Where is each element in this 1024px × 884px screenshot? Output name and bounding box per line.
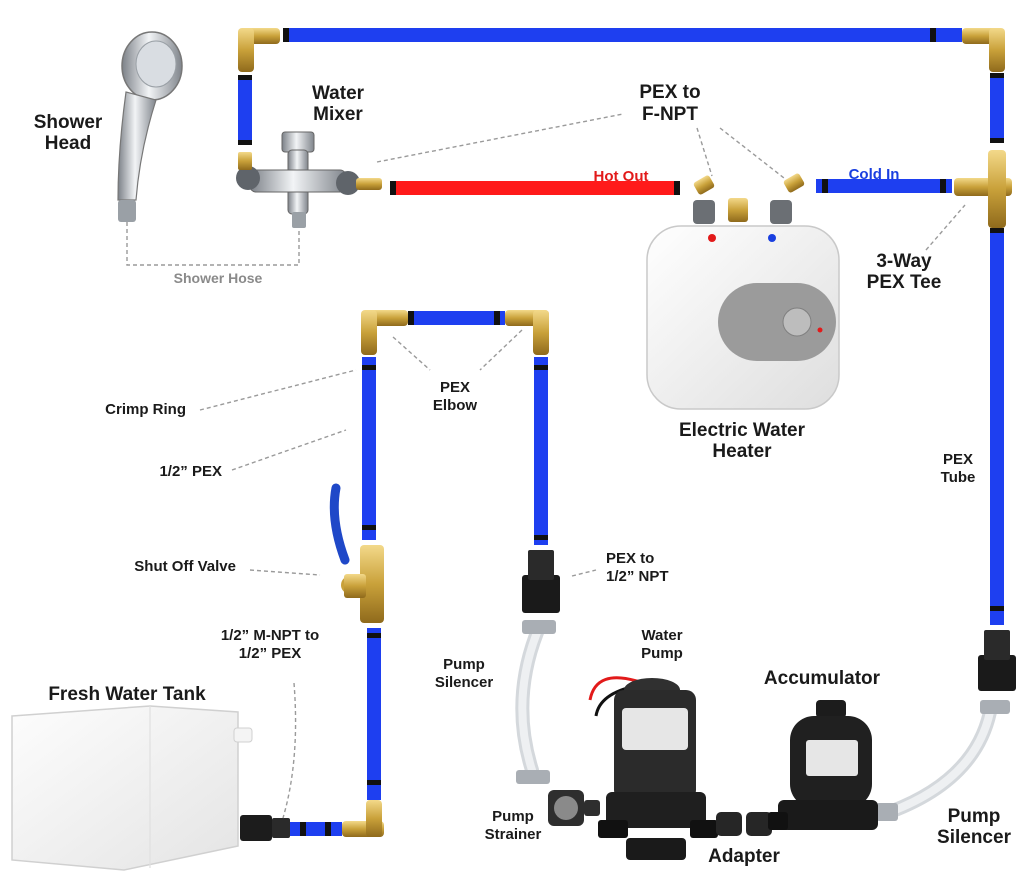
fresh-water-tank bbox=[11, 705, 290, 871]
label-shut-off-valve: Shut Off Valve bbox=[134, 558, 236, 575]
pex-to-npt-adapter bbox=[522, 550, 560, 613]
shut-off-valve bbox=[329, 483, 384, 623]
pex-elbows bbox=[238, 28, 1005, 837]
water-mixer bbox=[236, 131, 382, 228]
crimp-ring bbox=[534, 365, 548, 370]
crimp-ring bbox=[990, 138, 1004, 143]
crimp-ring bbox=[940, 179, 946, 193]
crimp-ring bbox=[300, 822, 306, 836]
pex-elbow-middle-left bbox=[361, 310, 408, 355]
pump-silencer-right bbox=[876, 700, 1010, 821]
pex-elbow-middle-right bbox=[505, 310, 549, 355]
label-fresh-water-tank: Fresh Water Tank bbox=[48, 684, 206, 705]
crimp-rings bbox=[238, 28, 1004, 836]
pump-strainer bbox=[548, 790, 600, 826]
crimp-ring bbox=[408, 311, 414, 325]
adapter bbox=[716, 812, 772, 836]
crimp-ring bbox=[930, 28, 936, 42]
crimp-ring bbox=[367, 780, 381, 785]
crimp-ring bbox=[494, 311, 500, 325]
crimp-ring bbox=[238, 75, 252, 80]
three-way-pex-tee bbox=[954, 150, 1012, 228]
crimp-ring bbox=[362, 365, 376, 370]
label-half-pex: 1/2” PEX bbox=[159, 463, 222, 480]
pex-elbow-top-left bbox=[238, 28, 280, 72]
water-pump bbox=[588, 676, 718, 860]
electric-water-heater bbox=[646, 173, 840, 410]
shower-hose bbox=[126, 222, 300, 266]
pex-elbow-top-right bbox=[962, 28, 1005, 72]
crimp-ring bbox=[990, 73, 1004, 78]
pump-silencer-left bbox=[515, 620, 556, 784]
crimp-ring bbox=[238, 140, 252, 145]
pex-elbow-bottom bbox=[342, 800, 384, 837]
label-accumulator: Accumulator bbox=[764, 668, 881, 689]
shower-head bbox=[117, 31, 183, 222]
crimp-ring bbox=[990, 228, 1004, 233]
accumulator bbox=[768, 700, 878, 830]
label-adapter: Adapter bbox=[708, 846, 780, 867]
label-crimp-ring: Crimp Ring bbox=[105, 401, 186, 418]
pex-tubing bbox=[238, 28, 1004, 836]
crimp-ring bbox=[362, 525, 376, 530]
leader-lines bbox=[199, 113, 966, 819]
pex-tube-npt-adapter bbox=[978, 630, 1016, 691]
crimp-ring bbox=[822, 179, 828, 193]
crimp-ring bbox=[367, 633, 381, 638]
crimp-ring bbox=[283, 28, 289, 42]
crimp-ring bbox=[325, 822, 331, 836]
label-cold-in: Cold In bbox=[849, 166, 900, 183]
crimp-ring bbox=[674, 181, 680, 195]
crimp-ring bbox=[990, 606, 1004, 611]
crimp-ring bbox=[390, 181, 396, 195]
label-hot-out: Hot Out bbox=[594, 168, 649, 185]
crimp-ring bbox=[534, 535, 548, 540]
label-shower-hose: Shower Hose bbox=[174, 270, 263, 286]
